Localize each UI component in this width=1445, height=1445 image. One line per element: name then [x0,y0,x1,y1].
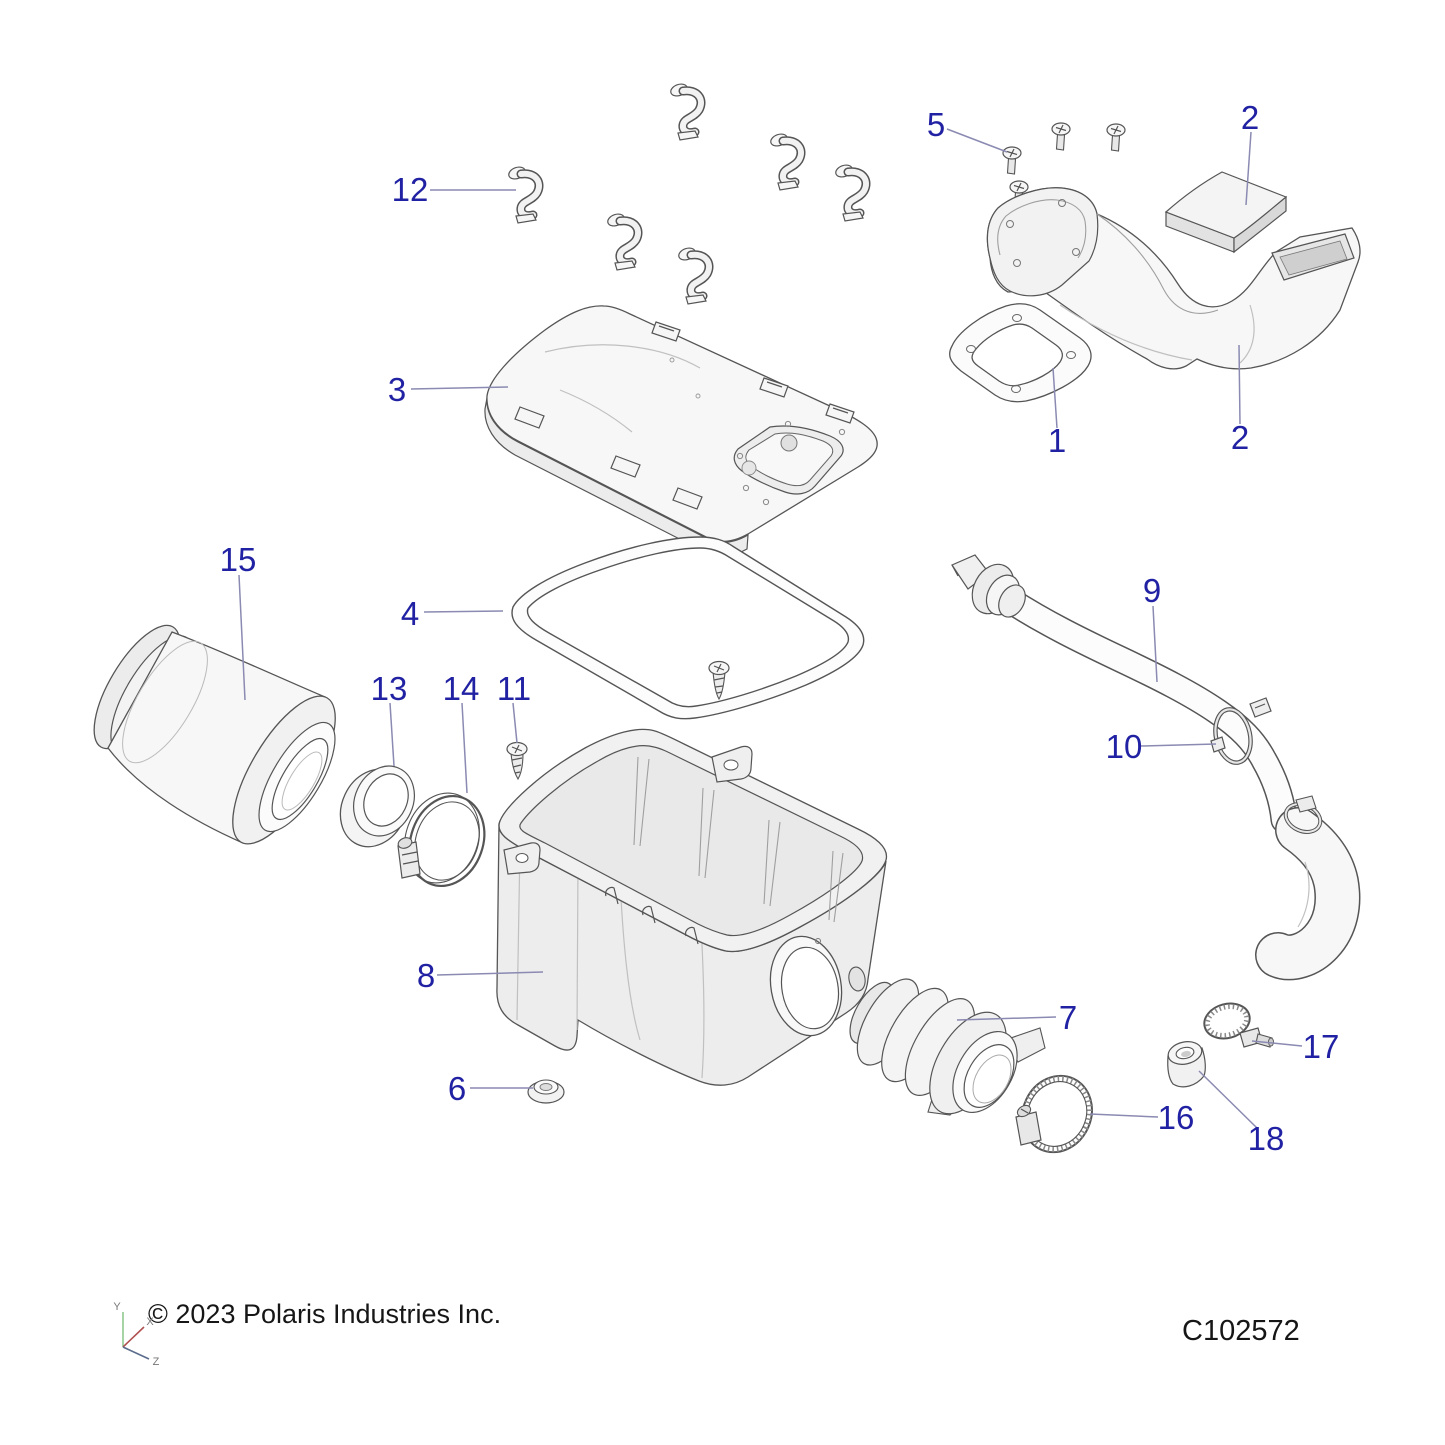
leader-15 [238,574,246,701]
leader-2-top [1245,131,1252,206]
part-11-tapping-screw [506,741,528,781]
callout-2-bottom: 2 [1231,419,1249,456]
callout-4: 4 [401,595,419,632]
part-18-bushing [1167,1041,1206,1088]
callout-2-top: 2 [1241,99,1259,136]
leader-11 [512,702,518,744]
callout-13: 13 [371,670,408,707]
part-7-intake-boot [849,978,1046,1116]
leader-17 [1251,1040,1303,1047]
callout-10: 10 [1106,728,1143,765]
axis-z-line [122,1346,150,1360]
leader-1 [1052,367,1058,429]
part-6-well-nut [527,1079,565,1104]
leader-4 [423,610,504,613]
leader-5 [946,128,1008,153]
callout-7: 7 [1059,999,1077,1036]
callout-3: 3 [388,371,406,408]
part-17-worm-clamp-small [1203,1002,1274,1048]
leader-8 [436,971,544,976]
leader-14 [461,702,468,794]
callout-17: 17 [1303,1028,1340,1065]
leader-9 [1152,605,1158,683]
leader-7 [956,1016,1057,1021]
leader-18 [1198,1070,1258,1129]
callout-5: 5 [927,106,945,143]
callout-1: 1 [1048,422,1066,459]
leader-2-bottom [1238,344,1241,425]
leader-lines [238,128,1303,1129]
axis-z-label: Z [153,1356,160,1368]
part-2-foam-filter [1164,171,1288,254]
callout-18: 18 [1248,1120,1285,1157]
callout-12: 12 [392,171,429,208]
leader-16 [1089,1113,1159,1118]
part-5-screws [1002,122,1126,209]
part-8-airbox-body [496,728,888,1086]
part-3-airbox-lid [484,305,878,557]
callout-9: 9 [1143,572,1161,609]
part-1-duct-gasket [949,303,1092,403]
callout-14: 14 [443,670,480,707]
part-10-pinch-clamp [1210,697,1272,765]
drawing-number: C102572 [1182,1315,1300,1347]
copyright-text: © 2023 Polaris Industries Inc. [148,1299,501,1329]
callout-15: 15 [220,541,257,578]
axis-triad-icon: Y X Z [113,1301,159,1368]
callout-16: 16 [1158,1099,1195,1136]
callout-8: 8 [417,957,435,994]
part-9-vent-hose [951,554,1361,981]
callout-6: 6 [448,1070,466,1107]
leader-3 [410,386,509,390]
leader-10 [1140,743,1217,747]
part-14-hose-clamp [397,792,486,888]
axis-x-line [122,1326,145,1348]
tapping-screw-upper [708,660,730,701]
part-2-intake-duct [986,187,1361,370]
axis-x-label: X [146,1316,154,1328]
part-12-spring-clips [506,81,866,305]
part-16-worm-clamp [1015,1074,1093,1154]
part-15-air-filter [93,624,336,845]
footer: © 2023 Polaris Industries Inc. C102572 [148,1299,1300,1347]
axis-y-label: Y [113,1301,121,1313]
callout-labels: 12 5 2 3 1 2 15 4 13 14 11 9 10 8 6 7 16… [220,99,1340,1157]
part-4-lid-seal [511,536,865,720]
part-13-adapter-ring [339,765,415,848]
callout-11: 11 [497,670,531,707]
leader-13 [389,702,395,767]
